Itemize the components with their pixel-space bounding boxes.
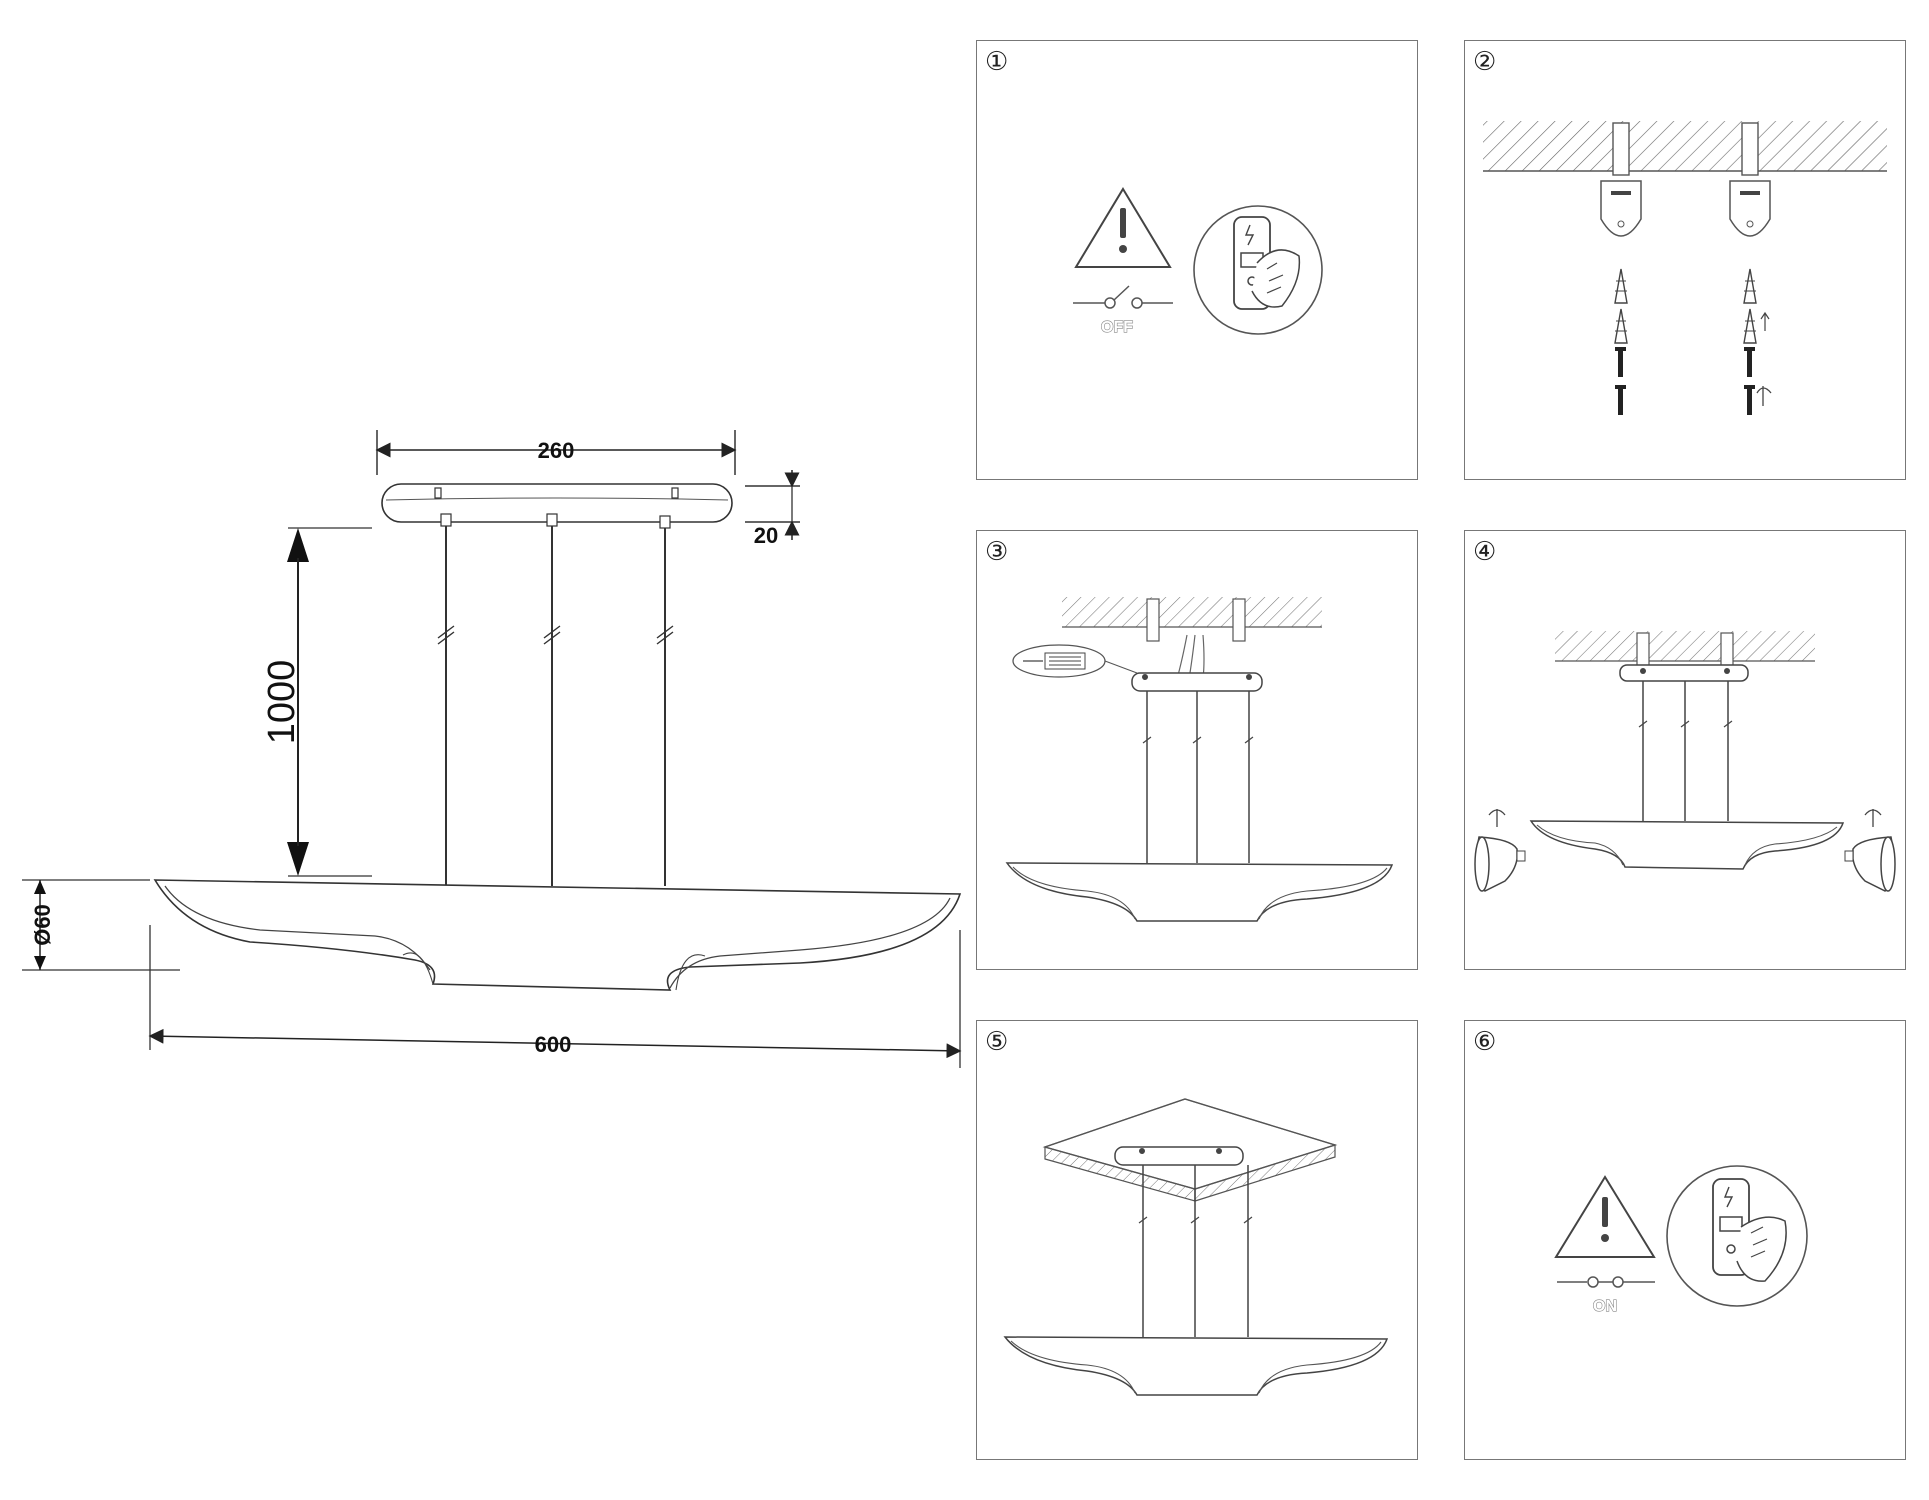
- switch-off-icon: OFF: [1073, 285, 1173, 337]
- step-2-panel: ②: [1464, 40, 1906, 480]
- step-5-number: ⑤: [985, 1027, 1009, 1057]
- step-2-number: ②: [1473, 47, 1497, 77]
- lamp-body: [153, 879, 962, 991]
- step-5-illustration: [1003, 1098, 1389, 1396]
- hand-pressing-switch-icon: [1193, 205, 1323, 335]
- canopy-width-dimension: 260: [375, 430, 737, 475]
- step-5-panel: ⑤: [976, 1020, 1418, 1460]
- step-6-panel: ⑥ ON: [1464, 1020, 1906, 1460]
- lamp-body-icon: [1529, 820, 1845, 870]
- bulb-icon: [1474, 836, 1896, 893]
- lamp-body-icon: [1005, 862, 1394, 922]
- suspension-length-label: 1000: [261, 660, 303, 745]
- canopy-width-label: 260: [538, 438, 575, 463]
- warning-icon: [1074, 187, 1172, 268]
- screw-icon: [1615, 347, 1772, 415]
- step-2-illustration: [1483, 121, 1887, 415]
- body-length-dimension: 600: [148, 925, 962, 1068]
- lamp-body-icon: [1003, 1336, 1389, 1396]
- suspension-length-dimension: 1000: [261, 527, 372, 877]
- warning-icon: [1554, 1175, 1656, 1258]
- step-3-panel: ③: [976, 530, 1418, 970]
- diameter-dimension: Ø60: [22, 879, 180, 971]
- hand-pressing-switch-icon: [1666, 1165, 1808, 1307]
- ceiling-icon: [1483, 121, 1887, 171]
- step-6-illustration: ON: [1554, 1165, 1808, 1316]
- ceiling-icon: [1062, 597, 1322, 627]
- canopy-height-label: 20: [754, 523, 778, 548]
- ceiling-icon: [1555, 631, 1815, 661]
- step-3-number: ③: [985, 537, 1009, 567]
- wiring-terminal-icon: [1012, 644, 1138, 678]
- ceiling-plate-icon: [1042, 1098, 1338, 1202]
- step-1-number: ①: [985, 47, 1009, 77]
- rotate-icon: [1488, 809, 1882, 827]
- step-3-illustration: [1005, 597, 1394, 922]
- suspension-wires: [437, 526, 674, 886]
- ceiling-bracket-icon: [1600, 122, 1771, 237]
- diameter-label: Ø60: [30, 904, 55, 946]
- switch-off-label: OFF: [1101, 319, 1133, 336]
- dimension-drawing: 260 20: [22, 430, 962, 1068]
- canopy-height-dimension: 20: [745, 470, 800, 548]
- step-4-panel: ④: [1464, 530, 1906, 970]
- step-4-illustration: [1474, 631, 1896, 893]
- step-6-number: ⑥: [1473, 1027, 1497, 1057]
- step-1-illustration: OFF: [1073, 187, 1323, 337]
- step-4-number: ④: [1473, 537, 1497, 567]
- canopy-icon: [1131, 672, 1263, 692]
- lamp-wires: [1142, 691, 1254, 863]
- wall-plug-icon: [1614, 268, 1770, 344]
- canopy: [381, 483, 733, 529]
- switch-on-icon: ON: [1557, 1276, 1655, 1316]
- body-length-label: 600: [535, 1032, 572, 1057]
- step-1-panel: ① OFF: [976, 40, 1418, 480]
- switch-on-label: ON: [1593, 1298, 1617, 1315]
